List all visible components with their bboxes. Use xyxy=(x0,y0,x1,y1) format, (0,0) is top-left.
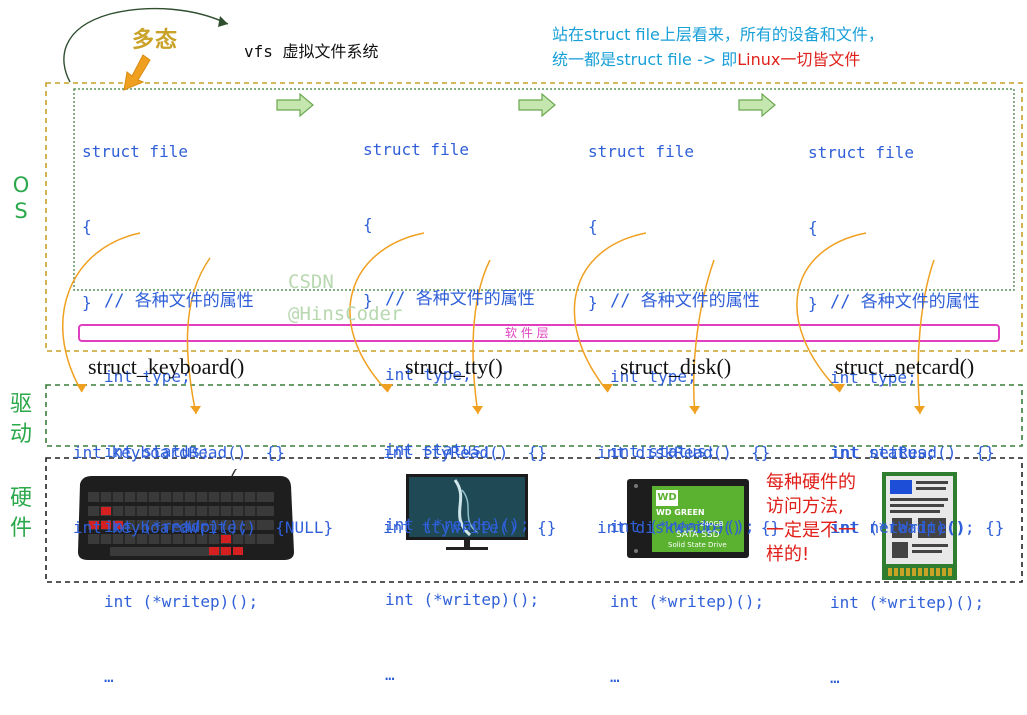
map-arrow xyxy=(917,259,935,415)
polymorphism-arrow xyxy=(123,54,151,91)
monitor-image xyxy=(406,474,528,550)
driver-name-disk: struct_disk() xyxy=(620,354,732,379)
software-layer-label: 软 件 层 xyxy=(505,326,549,340)
polymorphism-title: 多态 xyxy=(132,28,179,53)
right-arrow-1 xyxy=(276,92,314,118)
software-layer-bar xyxy=(78,324,1000,342)
struct-close-brace: } xyxy=(363,291,373,310)
hardware-box xyxy=(45,457,1023,583)
driver-funcs-disk: int diskRead() {} int diskWrite() {} xyxy=(597,443,781,537)
ssd-brand: WD xyxy=(657,492,677,503)
ssd-capacity: 240GB xyxy=(700,520,724,528)
ssd-line: WD GREEN xyxy=(656,508,705,517)
map-arrow xyxy=(573,232,647,393)
struct-header: struct file xyxy=(363,140,469,159)
top-note-line1: 站在struct file上层看来，所有的设备和文件， xyxy=(552,25,884,44)
driver-name-netcard: struct_netcard() xyxy=(835,354,975,379)
map-arrow xyxy=(186,257,211,415)
map-arrow xyxy=(796,232,867,393)
ssd-image xyxy=(627,479,749,558)
ssd-description: Solid State Drive xyxy=(668,541,727,549)
driver-funcs-keyboard: int keyboardRead() {} int keyboardWrite(… xyxy=(73,443,334,537)
driver-box xyxy=(45,384,1023,447)
hardware-side-label: 硬件 xyxy=(9,486,32,541)
map-arrow xyxy=(61,232,141,393)
driver-name-keyboard: struct_keyboard() xyxy=(88,354,245,379)
map-arrow xyxy=(692,259,715,415)
driver-name-tty: struct_tty() xyxy=(405,354,503,379)
os-box xyxy=(45,82,1023,352)
driver-funcs-netcard: int netRead() {} int netWrite() {} xyxy=(831,443,1005,537)
map-arrow xyxy=(472,259,491,415)
struct-close-brace: } xyxy=(82,293,92,312)
watermark: CSDN @HinsCoder xyxy=(288,271,403,325)
struct-close-brace: } xyxy=(808,294,818,313)
keyboard-image xyxy=(78,468,294,560)
struct-header: struct file xyxy=(82,142,188,161)
struct-header: struct file xyxy=(808,143,914,162)
driver-side-label: 驱动 xyxy=(9,392,32,447)
wifi-card-image xyxy=(882,472,957,580)
struct-close-brace: } xyxy=(588,293,598,312)
driver-funcs-tty: int ttyRead() {} int ttyWrite() {} xyxy=(383,443,557,537)
right-arrow-2 xyxy=(518,92,556,118)
struct-comment: // 各种文件的属性 xyxy=(104,291,254,311)
right-arrow-3 xyxy=(738,92,776,118)
top-note: 站在struct file上层看来，所有的设备和文件， 统一都是struct f… xyxy=(552,22,884,72)
struct-header: struct file xyxy=(588,142,694,161)
ssd-interface: SATA SSD xyxy=(676,530,720,540)
struct-file-box xyxy=(73,88,1015,291)
vfs-label: vfs 虚拟文件系统 xyxy=(244,42,379,61)
top-note-line2: 统一都是struct file -> 即Linux一切皆文件 xyxy=(552,50,861,69)
vfs-curve-arrow xyxy=(63,7,229,83)
hardware-note: 每种硬件的 访问方法, 一定是不一 样的! xyxy=(766,472,856,565)
map-arrow xyxy=(349,232,425,393)
diagram-canvas xyxy=(45,7,1023,583)
